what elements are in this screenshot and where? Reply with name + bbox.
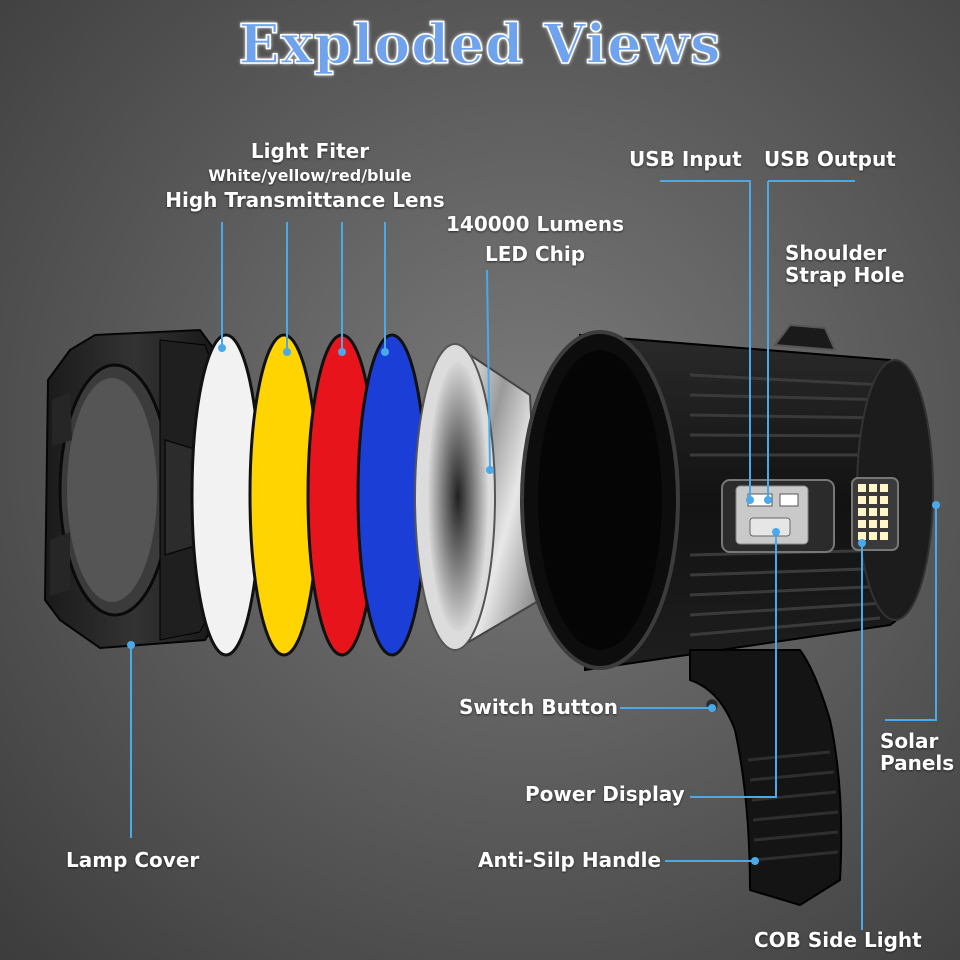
label-lamp-cover: Lamp Cover	[66, 848, 200, 872]
page-title: Exploded Views	[238, 11, 722, 77]
label-lens: High Transmittance Lens	[165, 188, 445, 212]
label-switch-button: Switch Button	[459, 695, 618, 719]
label-strap-hole: Strap Hole	[785, 263, 905, 287]
leader-lines	[130, 180, 937, 930]
label-panels: Panels	[880, 751, 955, 775]
label-cob-side-light: COB Side Light	[754, 928, 922, 952]
label-usb-input: USB Input	[629, 147, 742, 171]
label-led-chip: LED Chip	[484, 242, 586, 266]
flashlight-body	[520, 323, 934, 672]
label-usb-output: USB Output	[764, 147, 896, 171]
label-lumens: 140000 Lumens	[446, 212, 624, 236]
label-solar: Solar	[880, 729, 939, 753]
led-reflector	[414, 343, 542, 652]
anti-slip-handle	[689, 649, 843, 907]
label-power-display: Power Display	[525, 782, 685, 806]
label-filter-colors: White/yellow/red/blule	[208, 166, 412, 185]
label-light-filter: Light Fiter	[250, 139, 370, 163]
label-handle: Anti-Silp Handle	[478, 848, 662, 872]
label-shoulder: Shoulder	[785, 241, 887, 265]
